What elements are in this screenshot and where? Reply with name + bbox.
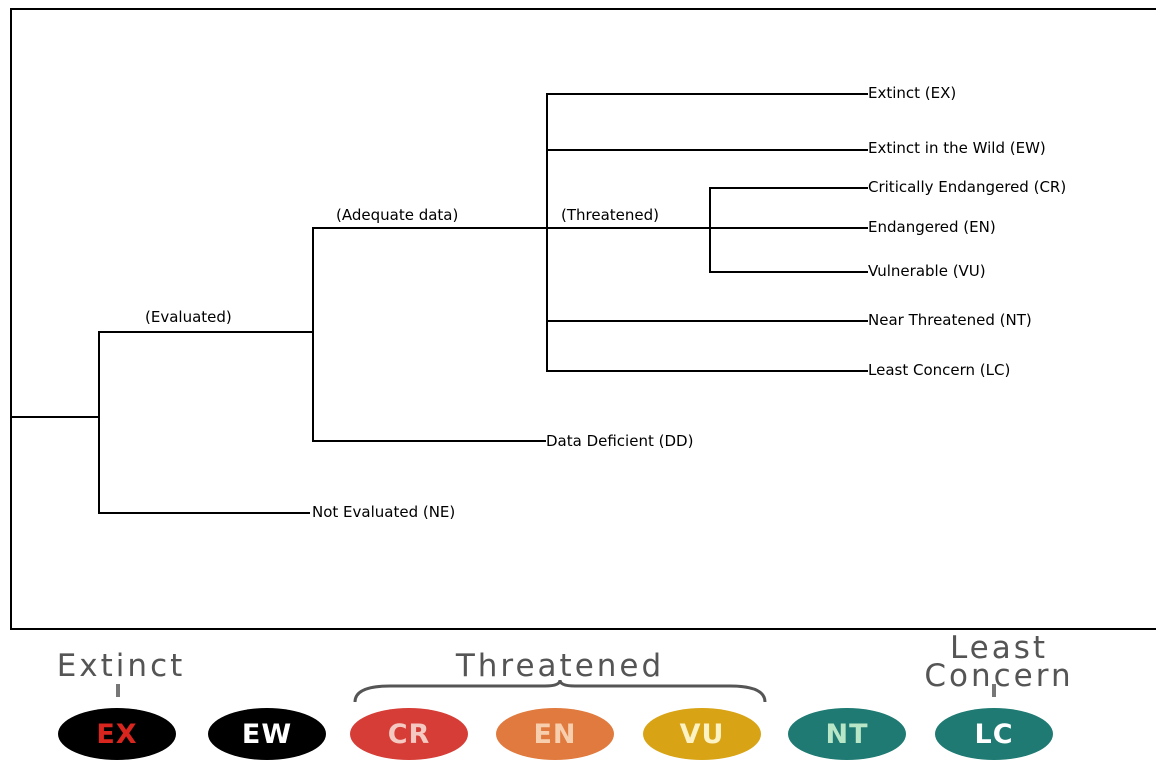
status-badge-cr: CR [350,708,468,760]
adequate-data-group-label: (Adequate data) [336,206,459,224]
least-concern-line-1: Least [949,630,1049,666]
status-badge-nt: NT [788,708,906,760]
root-branch-line [12,416,100,418]
status-badge-lc: LC [935,708,1053,760]
evaluated-branch-line [98,331,314,333]
extinct-tick [116,684,120,697]
status-badge-ew: EW [208,708,326,760]
evaluated-split-line [98,331,100,514]
tree-frame [10,8,1156,630]
leaf-label-least-concern: Least Concern (LC) [868,361,1011,379]
extinct-branch-line [546,93,868,95]
adequate-split-line [312,227,314,442]
leaf-label-extinct: Extinct (EX) [868,84,957,102]
threatened-split-line [709,187,711,273]
not-evaluated-branch-line [98,512,310,514]
leaf-label-endangered: Endangered (EN) [868,218,996,236]
adequate-branch-line [312,227,548,229]
vulnerable-branch-line [709,271,868,273]
near-threatened-branch-line [546,320,868,322]
threatened-branch-line [546,227,868,229]
least-concern-branch-line [546,370,868,372]
status-badge-vu: VU [643,708,761,760]
status-badge-en: EN [496,708,614,760]
leaf-label-data-deficient: Data Deficient (DD) [546,432,694,450]
status-badge-ex: EX [58,708,176,760]
threatened-brace [353,680,767,703]
assessed-split-line [546,93,548,372]
leaf-label-extinct-in-the-wild: Extinct in the Wild (EW) [868,139,1046,157]
leaf-label-critically-endangered: Critically Endangered (CR) [868,178,1067,196]
leaf-label-not-evaluated: Not Evaluated (NE) [312,503,456,521]
leaf-label-vulnerable: Vulnerable (VU) [868,262,986,280]
critically-endangered-branch-line [709,187,868,189]
least-concern-line-2: Concern [924,658,1074,694]
leaf-label-near-threatened: Near Threatened (NT) [868,311,1032,329]
scale-title-least-concern: Least Concern [885,630,1113,694]
extinct-wild-branch-line [546,149,868,151]
scale-title-extinct: Extinct [56,648,186,684]
threatened-group-label: (Threatened) [561,206,659,224]
data-deficient-branch-line [312,440,546,442]
evaluated-group-label: (Evaluated) [145,308,232,326]
scale-title-threatened: Threatened [455,648,665,684]
least-concern-tick [992,684,996,697]
